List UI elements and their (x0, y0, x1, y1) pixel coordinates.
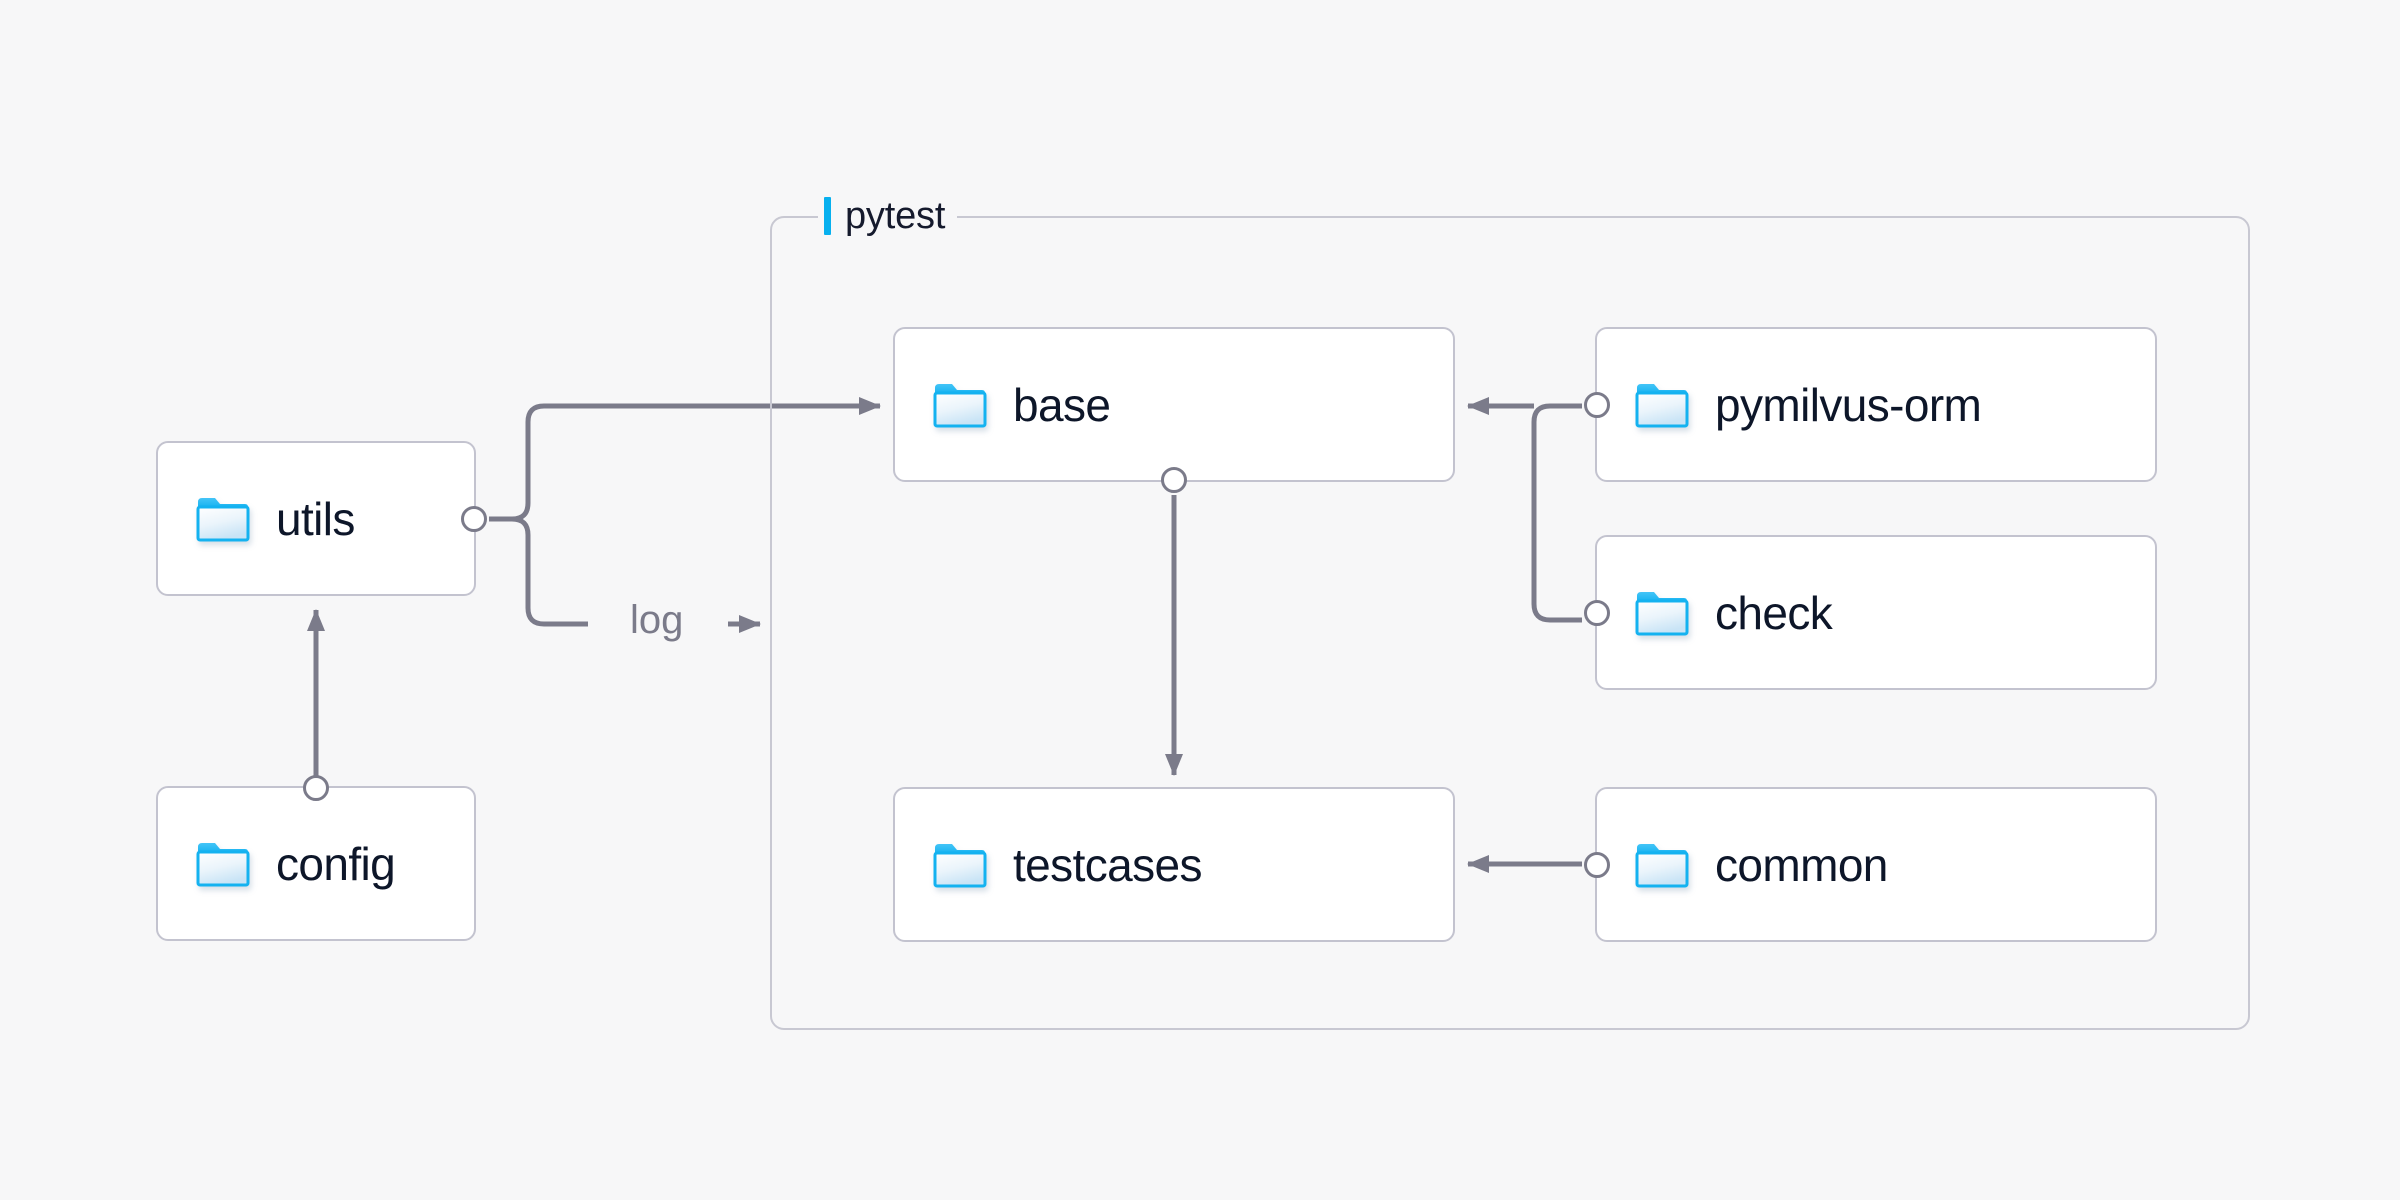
port-left[interactable] (1584, 851, 1610, 878)
folder-icon (1635, 590, 1689, 636)
node-label: base (1013, 378, 1111, 431)
folder-icon (196, 496, 250, 542)
folder-icon (1635, 382, 1689, 428)
node-config[interactable]: config (156, 775, 476, 941)
port-right[interactable] (461, 505, 487, 532)
node-label: testcases (1013, 838, 1203, 891)
node-label: config (276, 837, 396, 890)
node-label: common (1715, 838, 1888, 891)
node-pymilvus-orm[interactable]: pymilvus-orm (1584, 327, 2157, 482)
node-label: check (1715, 586, 1833, 639)
group-label-text: pytest (845, 195, 946, 237)
node-check[interactable]: check (1584, 535, 2157, 690)
port-top[interactable] (303, 775, 329, 801)
node-label: utils (276, 492, 355, 545)
node-utils[interactable]: utils (156, 441, 487, 596)
group-label-pytest: pytest (818, 194, 958, 238)
group-container-pytest (770, 216, 2250, 1030)
port-left[interactable] (1584, 599, 1610, 626)
folder-icon (1635, 842, 1689, 888)
edge-label-log: log (630, 598, 683, 643)
folder-icon (933, 382, 987, 428)
node-label: pymilvus-orm (1715, 378, 1982, 431)
node-base[interactable]: base (893, 327, 1455, 493)
node-common[interactable]: common (1584, 787, 2157, 942)
folder-icon (933, 842, 987, 888)
node-testcases[interactable]: testcases (893, 787, 1455, 942)
group-accent-bar (824, 197, 831, 235)
folder-icon (196, 841, 250, 887)
port-left[interactable] (1584, 391, 1610, 418)
edge-utils-to-log (489, 516, 588, 627)
port-bottom[interactable] (1161, 467, 1187, 493)
edge-label-log-text: log (630, 598, 684, 642)
